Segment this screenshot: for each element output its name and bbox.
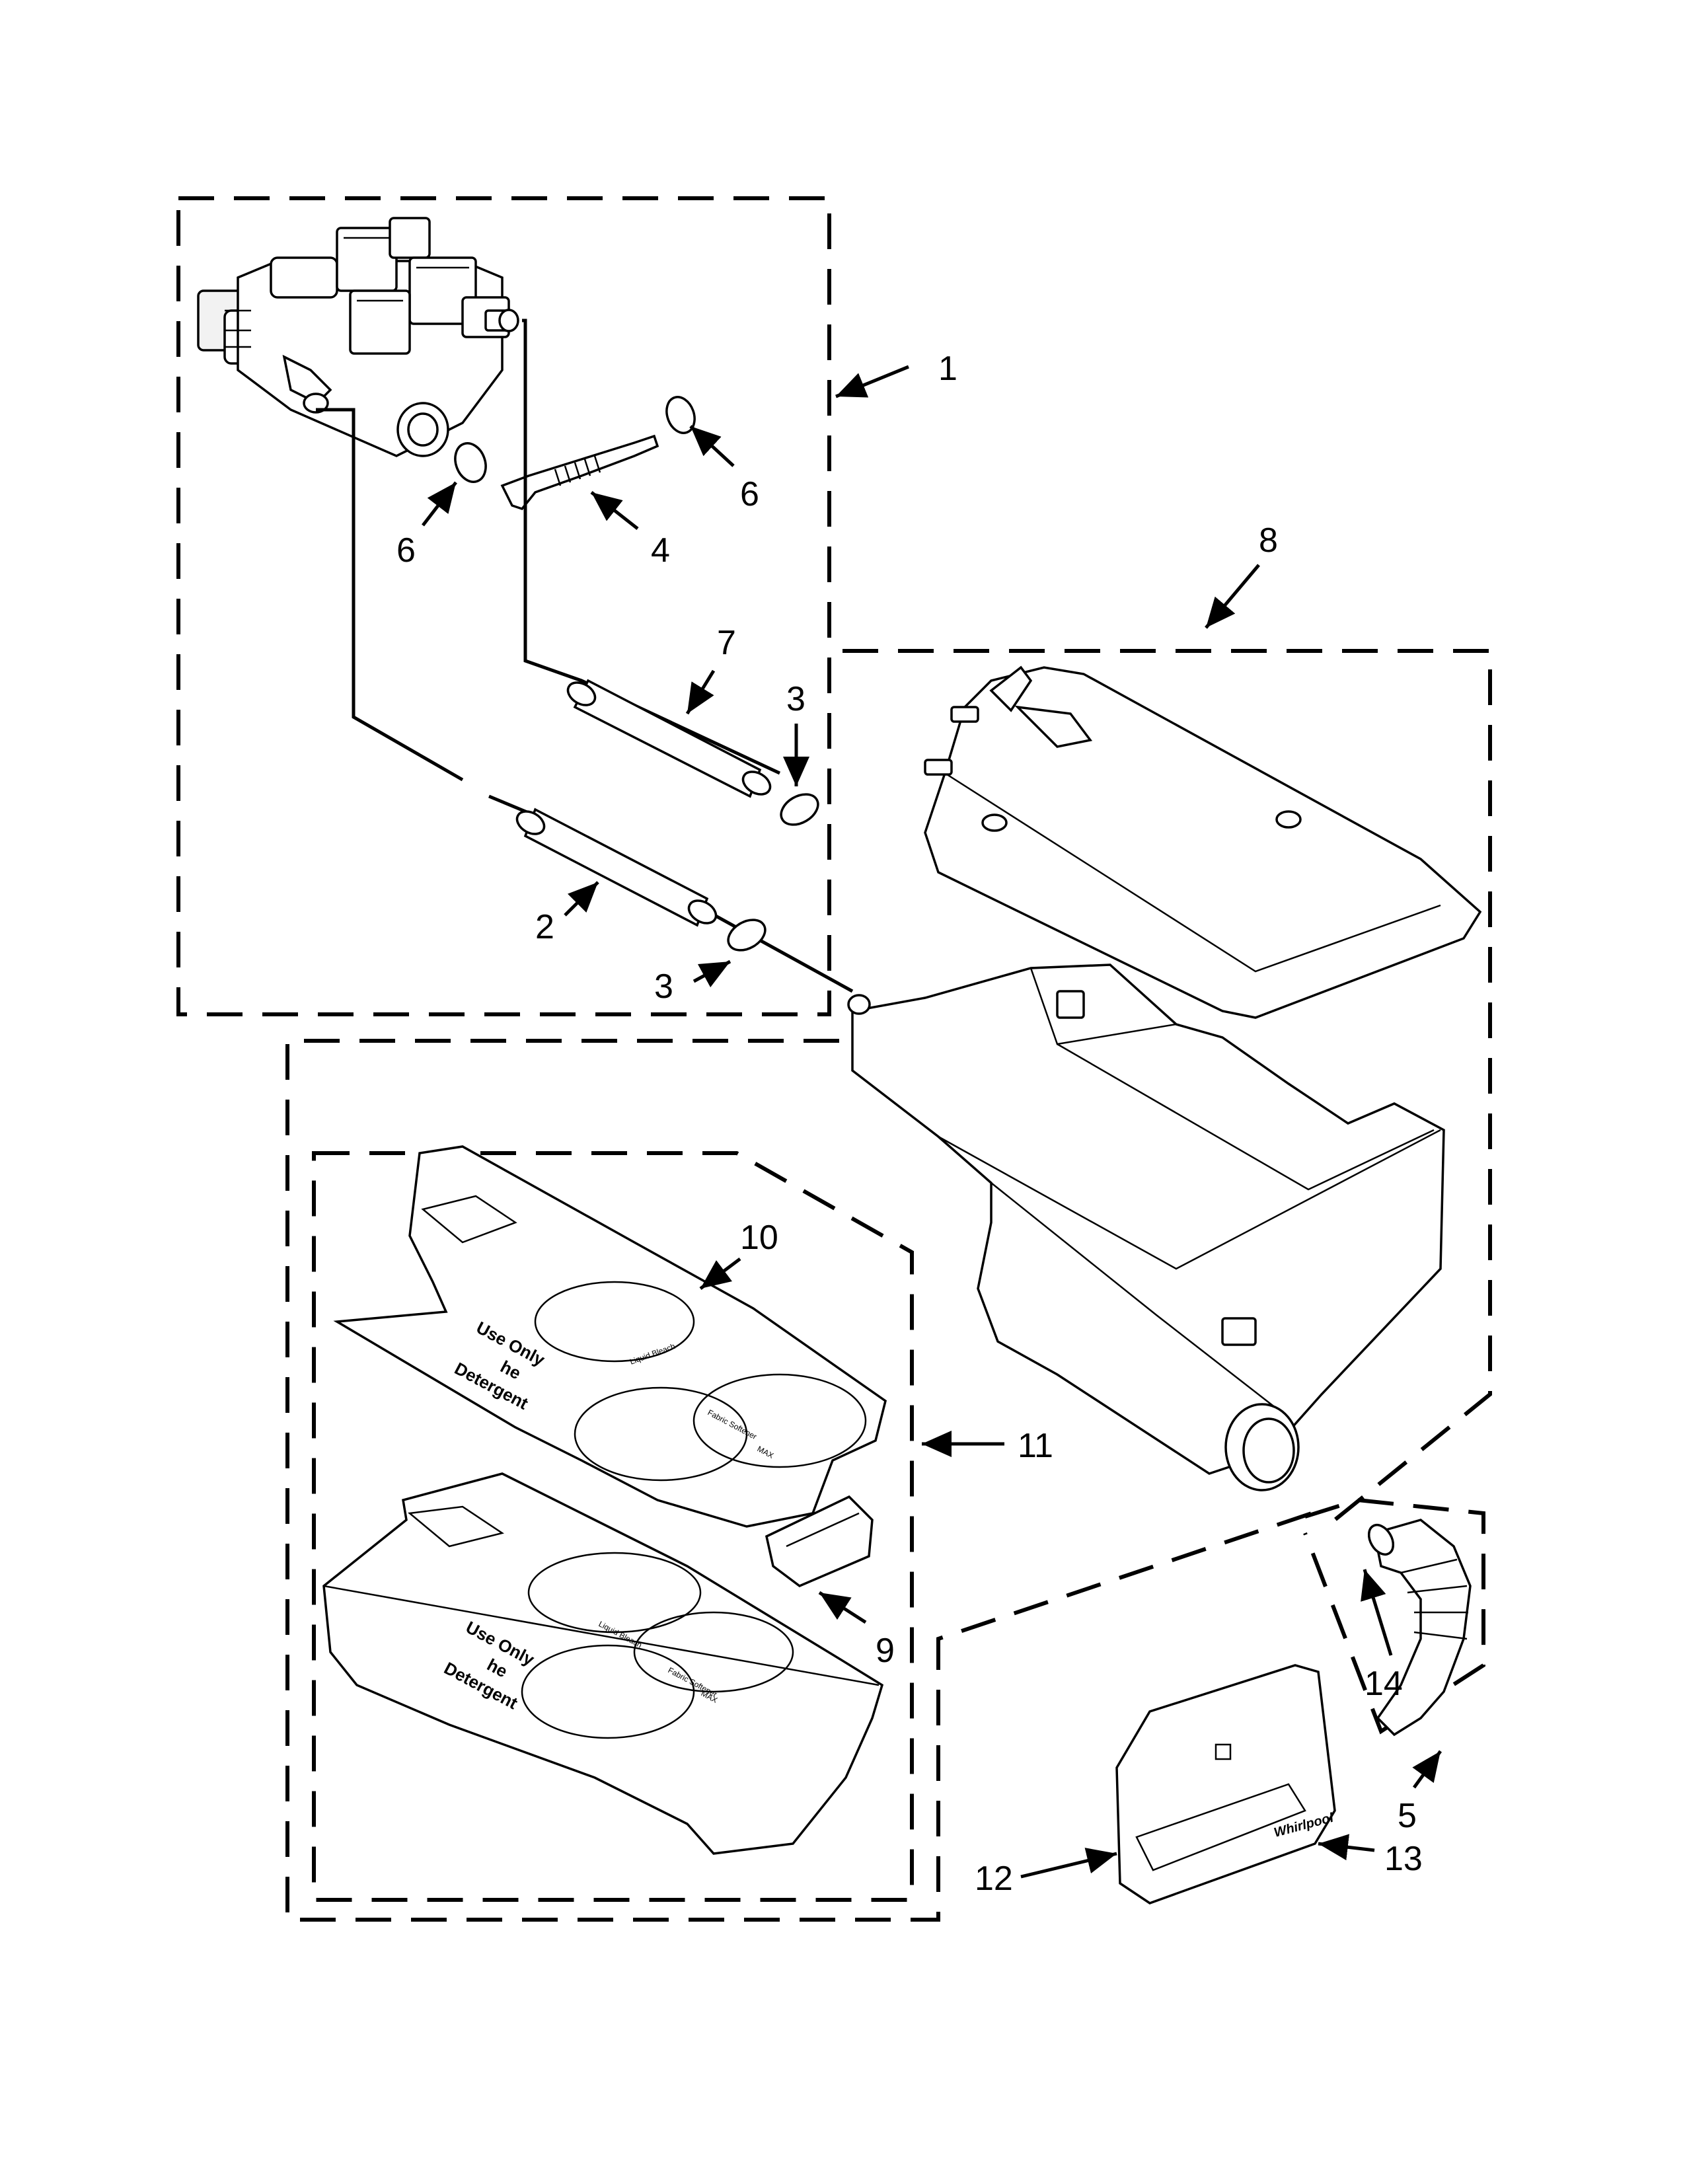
- leader-2: [564, 881, 599, 917]
- leader-5: [1412, 1750, 1442, 1789]
- clamp-6-right: [665, 396, 696, 434]
- callout-1: 1: [938, 350, 957, 388]
- callout-2: 2: [535, 908, 554, 946]
- dispenser-housing: [847, 963, 1445, 1491]
- water-valve-assembly: [197, 217, 519, 457]
- callout-13: 13: [1384, 1840, 1423, 1878]
- group-box-11-inner: [312, 1151, 914, 1902]
- leader-9: [818, 1591, 867, 1624]
- group-box-8: [842, 649, 1492, 1522]
- callout-11: 11: [1018, 1427, 1053, 1465]
- hose-2: [515, 808, 718, 927]
- clamp-3-upper: [780, 793, 819, 826]
- leader-1: [835, 365, 909, 398]
- dispenser-cover: [333, 1145, 887, 1528]
- leader-8: [1205, 564, 1260, 629]
- leader-10: [699, 1258, 741, 1290]
- dispenser-lid: [924, 665, 1482, 1019]
- leader-13: [1318, 1834, 1375, 1861]
- callout-8: 8: [1259, 521, 1278, 560]
- leader-3-lower: [693, 960, 731, 988]
- clamp-6-left: [454, 442, 487, 483]
- callout-3-upper: 3: [786, 680, 805, 718]
- clamp-14: [1367, 1523, 1395, 1556]
- leader-7: [685, 669, 716, 715]
- group-box-11-outer: [285, 1039, 1312, 1922]
- callout-6-right: 6: [740, 475, 759, 513]
- clamp-3-lower: [727, 919, 767, 952]
- callout-4: 4: [651, 531, 670, 570]
- callout-7: 7: [717, 624, 736, 662]
- leader-6-left: [422, 481, 457, 527]
- leader-12: [1020, 1848, 1117, 1879]
- leader-4: [590, 491, 639, 530]
- callout-5: 5: [1398, 1797, 1417, 1835]
- hose-4: [500, 434, 659, 511]
- group-box-5: [1303, 1497, 1485, 1735]
- vent-hose-5: [1372, 1519, 1472, 1737]
- dispenser-drawer: [322, 1472, 884, 1855]
- group-box-1: [176, 196, 831, 1016]
- callout-12: 12: [975, 1860, 1013, 1898]
- callout-14: 14: [1365, 1665, 1403, 1703]
- callout-10: 10: [740, 1219, 778, 1257]
- callout-3-lower: 3: [654, 967, 673, 1006]
- hose-7: [566, 679, 772, 798]
- leader-6-right: [689, 425, 735, 467]
- leader-14: [1361, 1569, 1393, 1656]
- callout-6-left: 6: [396, 531, 416, 570]
- liquid-insert-9: [765, 1495, 874, 1588]
- dispenser-handle-front: [1115, 1664, 1336, 1904]
- callout-9: 9: [876, 1632, 895, 1670]
